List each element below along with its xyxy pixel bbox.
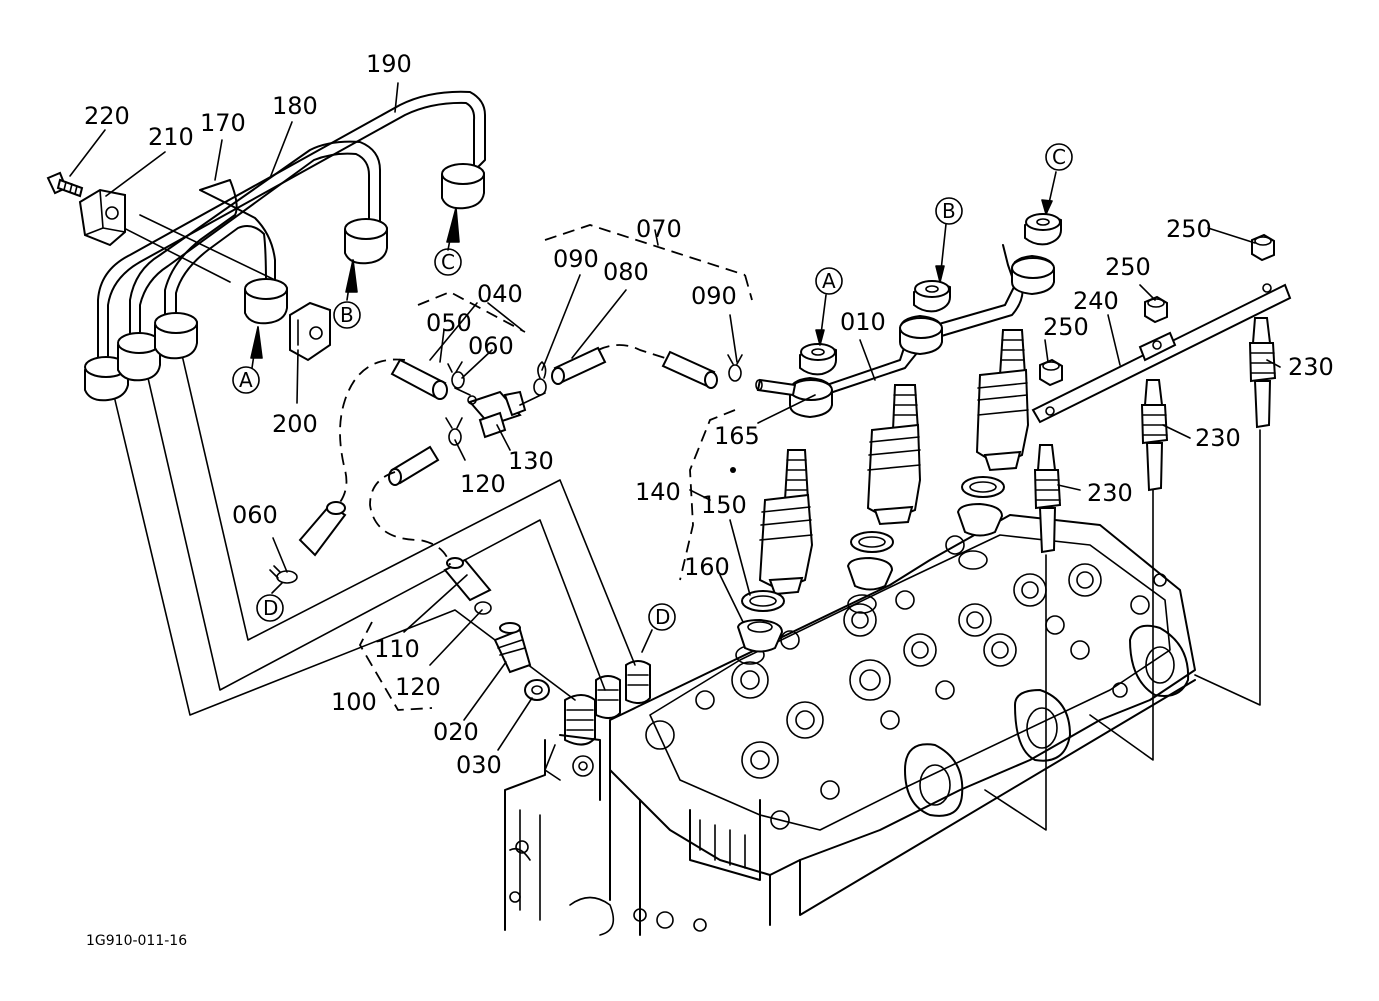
- hose-clips: [269, 354, 743, 615]
- callout-130: 130: [508, 447, 554, 475]
- connector-labels: A B C D A B C D: [239, 145, 1066, 629]
- callout-110: 110: [374, 635, 420, 663]
- drawing-reference-code: 1G910-011-16: [86, 933, 187, 949]
- reference-dot: [730, 467, 736, 473]
- callout-210: 210: [148, 123, 194, 151]
- callout-labels: 190 220 210 170 180 200 040 050 060 060 …: [84, 50, 1334, 779]
- callout-040: 040: [477, 280, 523, 308]
- callout-190: 190: [366, 50, 412, 78]
- connector-b-pipe: B: [340, 303, 354, 327]
- callout-200: 200: [272, 410, 318, 438]
- connector-arrows: [250, 171, 1057, 653]
- injection-pipes: [84, 90, 486, 402]
- connector-a-pipe: A: [239, 368, 253, 392]
- callout-230-right: 230: [1288, 353, 1334, 381]
- callout-230-left: 230: [1087, 479, 1133, 507]
- callout-010: 010: [840, 308, 886, 336]
- callout-170: 170: [200, 109, 246, 137]
- glow-plugs: [1031, 233, 1292, 554]
- leader-lines: [69, 82, 1281, 751]
- callout-230-mid: 230: [1195, 424, 1241, 452]
- callout-120-lower: 120: [395, 673, 441, 701]
- connector-c-pipe: C: [441, 250, 455, 274]
- leak-off-pipes: [269, 224, 753, 711]
- callout-060: 060: [468, 332, 514, 360]
- connector-a-nozzle: A: [822, 269, 836, 293]
- leak-pipe-010: [755, 213, 1062, 419]
- injection-nozzles: [736, 329, 1030, 653]
- connector-b-nozzle: B: [942, 199, 956, 223]
- callout-020: 020: [433, 718, 479, 746]
- connector-c-nozzle: C: [1052, 145, 1066, 169]
- callout-250-top: 250: [1166, 215, 1212, 243]
- bolt-220: [46, 171, 84, 198]
- connector-circles: [232, 143, 1073, 631]
- callout-150: 150: [701, 491, 747, 519]
- injection-pump-outlets: [544, 660, 651, 781]
- callout-140: 140: [635, 478, 681, 506]
- callout-180: 180: [272, 92, 318, 120]
- callout-250-mid: 250: [1105, 253, 1151, 281]
- callout-100: 100: [331, 688, 377, 716]
- callout-160: 160: [684, 553, 730, 581]
- callout-060-lower: 060: [232, 501, 278, 529]
- callout-220: 220: [84, 102, 130, 130]
- callout-240: 240: [1073, 287, 1119, 315]
- pipe-clamp-210: [78, 188, 126, 247]
- callout-165: 165: [714, 422, 760, 450]
- callout-120: 120: [460, 470, 506, 498]
- connector-d-pump: D: [655, 605, 670, 629]
- connector-d-hose: D: [263, 596, 278, 620]
- callout-070: 070: [636, 215, 682, 243]
- callout-090-right: 090: [691, 282, 737, 310]
- callout-090: 090: [553, 245, 599, 273]
- callout-250-low: 250: [1043, 313, 1089, 341]
- callout-080: 080: [603, 258, 649, 286]
- pipe-clamp-200: [289, 301, 331, 362]
- callout-030: 030: [456, 751, 502, 779]
- cylinder-head: [504, 514, 1196, 936]
- callout-050: 050: [426, 309, 472, 337]
